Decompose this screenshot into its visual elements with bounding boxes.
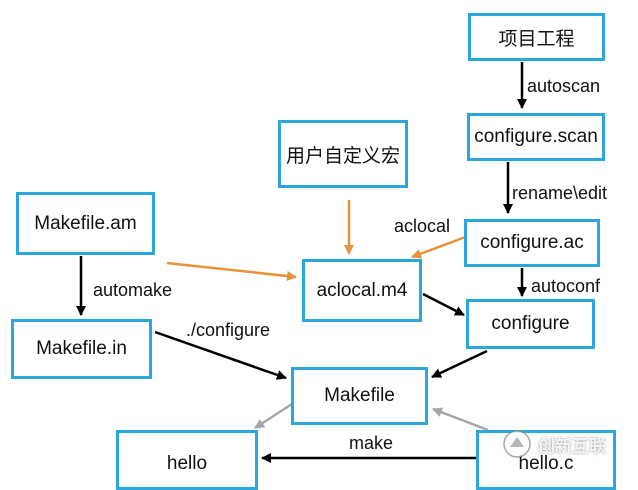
node-configure-scan-label: configure.scan	[474, 126, 598, 147]
arrow-configure-to-makefile	[431, 349, 488, 379]
watermark-text: 创新互联	[538, 436, 606, 456]
node-configure-scan: configure.scan	[467, 113, 605, 161]
label-automake: automake	[93, 280, 173, 300]
autotools-flow-diagram: 项目工程 configure.scan 用户自定义宏 Makefile.am c…	[11, 13, 638, 490]
node-project: 项目工程	[468, 13, 605, 61]
node-configure: configure	[466, 299, 595, 349]
arrow-makefile-to-hello	[254, 402, 293, 430]
watermark: 创新互联	[502, 426, 638, 462]
node-hello-c-label: hello.c	[518, 453, 574, 474]
arrow-makefile-in-to-makefile	[154, 330, 287, 380]
node-makefile-am-label: Makefile.am	[34, 212, 137, 234]
label-autoscan: autoscan	[527, 76, 601, 96]
arrow-hello-c-to-makefile	[432, 407, 489, 432]
label-make: make	[349, 433, 394, 453]
node-configure-ac-label: configure.ac	[480, 232, 584, 253]
arrow-configure-ac-to-aclocal-m4	[411, 234, 469, 259]
node-hello: hello	[116, 430, 258, 490]
label-aclocal: aclocal	[394, 216, 451, 236]
node-makefile-in: Makefile.in	[11, 319, 152, 379]
label-autoconf: autoconf	[531, 276, 601, 296]
node-user-macro-label: 用户自定义宏	[285, 145, 400, 167]
node-aclocal-m4: aclocal.m4	[302, 259, 422, 322]
chuangxin-logo-icon	[503, 430, 531, 458]
diagram-arrows	[76, 62, 527, 463]
node-makefile-label: Makefile	[324, 385, 395, 406]
label-rename-edit: rename\edit	[512, 183, 608, 203]
node-makefile-in-label: Makefile.in	[36, 338, 127, 359]
node-hello-label: hello	[166, 453, 208, 474]
arrow-makefile-am-to-aclocal-m4	[166, 261, 297, 281]
node-configure-label: configure	[491, 313, 570, 334]
node-aclocal-m4-label: aclocal.m4	[316, 279, 408, 301]
node-makefile-am: Makefile.am	[16, 192, 155, 255]
node-makefile: Makefile	[291, 367, 428, 425]
arrow-aclocal-m4-to-configure	[422, 292, 465, 317]
node-configure-ac: configure.ac	[464, 219, 600, 267]
node-project-label: 项目工程	[498, 28, 575, 50]
node-user-macro: 用户自定义宏	[278, 120, 408, 188]
label-run-configure: ./configure	[186, 320, 271, 340]
